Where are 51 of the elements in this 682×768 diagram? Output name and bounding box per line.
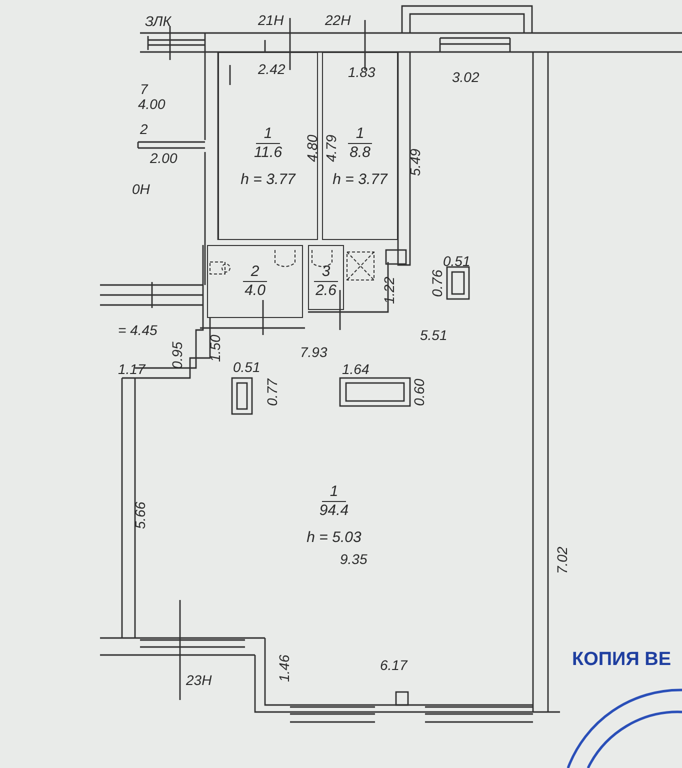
room-number: 2 bbox=[242, 264, 268, 282]
dimension-label: 5.49 bbox=[408, 148, 422, 176]
dimension-label: 4.79 bbox=[324, 134, 338, 162]
room-area: 11.6 bbox=[254, 144, 282, 161]
dimension-label: 0Н bbox=[132, 182, 150, 196]
dimension-label: 3.02 bbox=[452, 70, 480, 84]
dimension-label: 0.76 bbox=[430, 270, 444, 297]
dimension-label: 0.60 bbox=[412, 378, 426, 406]
dimension-label: 4.00 bbox=[138, 97, 166, 111]
room bbox=[218, 52, 318, 240]
dimension-label: 5.51 bbox=[420, 328, 448, 342]
dimension-label: 1.64 bbox=[342, 362, 370, 376]
wall-mark: 23Н bbox=[186, 673, 212, 687]
dimension-label: = 4.45 bbox=[118, 323, 158, 337]
dimension-label: 2.00 bbox=[150, 151, 178, 165]
wall-mark: ЗЛК bbox=[145, 14, 171, 28]
room-number: 3 bbox=[314, 264, 338, 282]
ceiling-height: h = 3.77 bbox=[332, 170, 388, 188]
room-number: 1 bbox=[322, 484, 346, 502]
dimension-label: 5.66 bbox=[133, 502, 147, 529]
dimension-label: 7.02 bbox=[555, 546, 569, 574]
dimension-label: 6.17 bbox=[380, 658, 408, 672]
ceiling-height: h = 3.77 bbox=[240, 170, 296, 188]
room-area: 8.8 bbox=[350, 144, 370, 161]
room bbox=[322, 52, 398, 240]
stamp-text: КОПИЯ ВЕ bbox=[572, 650, 672, 669]
dimension-label: 0.51 bbox=[443, 254, 470, 268]
room bbox=[308, 245, 344, 310]
room-area: 4.0 bbox=[244, 282, 266, 299]
room-area: 2.6 bbox=[316, 282, 336, 299]
dimension-label: 0.77 bbox=[265, 378, 279, 406]
dimension-label: 2.42 bbox=[258, 62, 286, 76]
room-number: 1 bbox=[348, 126, 372, 144]
dimension-label: 2 bbox=[140, 122, 148, 136]
room bbox=[207, 245, 303, 318]
room-number: 1 bbox=[256, 126, 280, 144]
wall-mark: 22Н bbox=[325, 13, 351, 27]
wall-mark: 21Н bbox=[258, 13, 284, 27]
dimension-label: 7.93 bbox=[300, 345, 328, 359]
dimension-label: 0.51 bbox=[233, 360, 260, 374]
dimension-label: 1.83 bbox=[348, 65, 376, 79]
dimension-label: 1.17 bbox=[118, 362, 146, 376]
dimension-label: 9.35 bbox=[340, 552, 368, 566]
dimension-label: 1.46 bbox=[277, 654, 291, 682]
room-area: 94.4 bbox=[319, 502, 349, 519]
dimension-label: 7 bbox=[140, 82, 148, 96]
dimension-label: 1.22 bbox=[382, 276, 396, 304]
dimension-label: 0.95 bbox=[170, 342, 184, 369]
dimension-label: 4.80 bbox=[305, 134, 319, 162]
ceiling-height: h = 5.03 bbox=[306, 528, 362, 546]
dimension-label: 1.50 bbox=[208, 334, 222, 362]
